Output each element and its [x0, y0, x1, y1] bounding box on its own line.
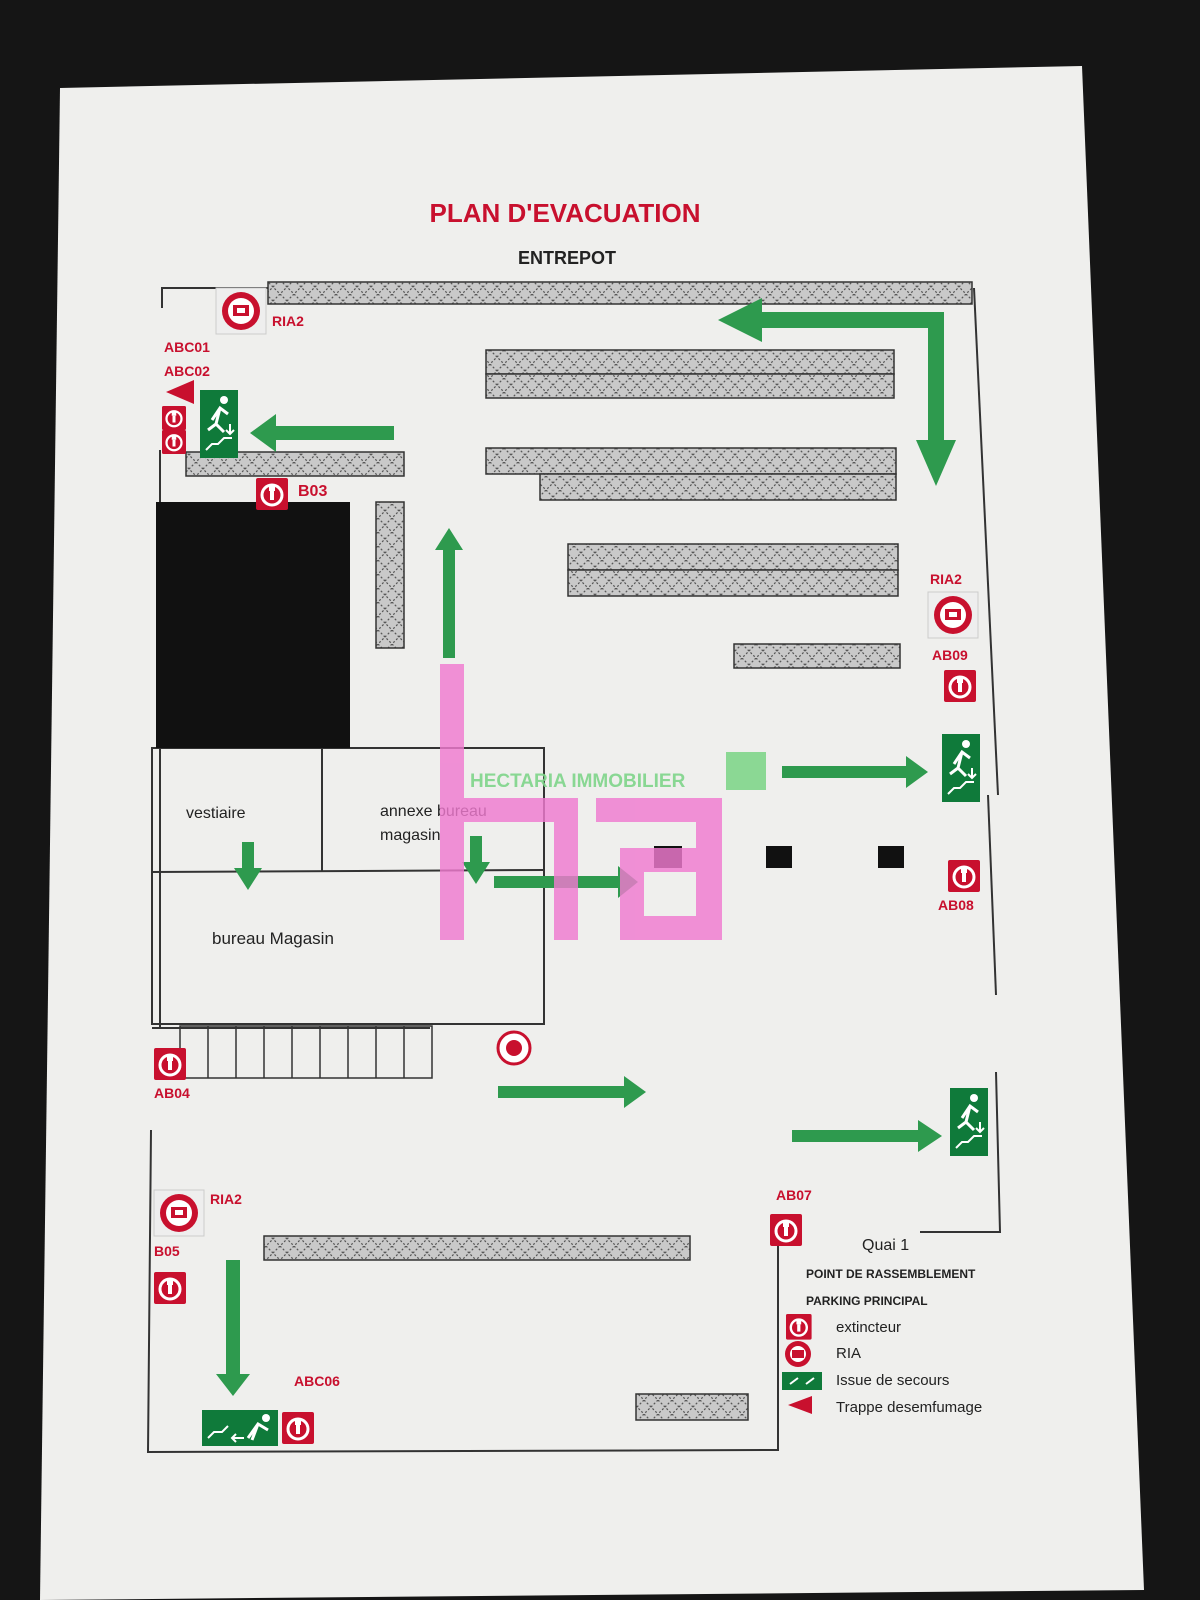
fire-hose-reel-icon: [153, 1189, 205, 1237]
rack: [635, 1393, 749, 1421]
arrow-left: [250, 414, 394, 452]
label-ria-right: RIA2: [930, 571, 962, 587]
rack: [375, 501, 405, 649]
fire-extinguisher-icon: [280, 1410, 316, 1446]
label-b05: B05: [154, 1243, 180, 1259]
watermark-text: HECTARIA IMMOBILIER: [470, 771, 686, 792]
fire-hose-reel-icon: [785, 1341, 811, 1367]
arrow-up: [435, 528, 463, 658]
arrow-right: [792, 1120, 942, 1152]
smoke-hatch-triangle-icon: [166, 380, 194, 404]
rack: [733, 643, 901, 669]
label-b03: B03: [298, 483, 327, 500]
room-annexe-line2: magasin: [380, 827, 440, 844]
label-ab07: AB07: [776, 1187, 812, 1203]
plan-title: PLAN D'EVACUATION: [430, 198, 701, 228]
fire-extinguisher-icon: [254, 476, 290, 512]
emergency-exit-icon: [782, 1372, 822, 1390]
arrow-down: [234, 842, 262, 890]
emergency-exit-icon: [198, 388, 240, 460]
arrow-corner: [718, 298, 956, 486]
rack: [263, 1235, 691, 1261]
legend: extincteur RIA Issue de secours Trappe d…: [782, 1312, 982, 1416]
rack: [539, 473, 897, 501]
fire-extinguisher-icon: [160, 404, 188, 432]
watermark-logo: [440, 664, 722, 940]
label-ria-top: RIA2: [272, 313, 304, 329]
emergency-exit-icon: [940, 732, 982, 804]
arrow-down: [462, 836, 490, 884]
fire-extinguisher-icon: [784, 1312, 813, 1341]
label-ria-bottom: RIA2: [210, 1191, 242, 1207]
label-ab09: AB09: [932, 647, 968, 663]
fire-extinguisher-icon: [160, 428, 188, 456]
rack: [485, 373, 895, 399]
fire-hose-reel-icon: [215, 287, 267, 335]
rack-top: [267, 281, 973, 305]
fire-extinguisher-icon: [946, 858, 982, 894]
arrow-right: [498, 1076, 646, 1108]
label-ab04: AB04: [154, 1085, 190, 1101]
rack: [485, 349, 895, 375]
plan-subtitle: ENTREPOT: [518, 248, 616, 268]
rack: [567, 569, 899, 597]
assembly-point-line1: POINT DE RASSEMBLEMENT: [806, 1267, 976, 1281]
legend-issue: Issue de secours: [836, 1372, 949, 1389]
rack: [485, 447, 897, 475]
fire-extinguisher-icon: [152, 1046, 188, 1082]
closed-room: [156, 502, 350, 748]
room-vestiaire: vestiaire: [186, 805, 246, 822]
legend-ria: RIA: [836, 1345, 861, 1362]
fire-hose-reel-icon: [496, 1030, 532, 1066]
fire-extinguisher-icon: [768, 1212, 804, 1248]
quai-label: Quai 1: [862, 1237, 909, 1254]
legend-trappe: Trappe desemfumage: [836, 1399, 982, 1416]
smoke-hatch-triangle-icon: [788, 1396, 812, 1414]
label-ab08: AB08: [938, 897, 974, 913]
watermark: HECTARIA IMMOBILIER: [440, 664, 766, 940]
legend-extincteur: extincteur: [836, 1319, 901, 1336]
fire-extinguisher-icon: [152, 1270, 188, 1306]
fire-extinguisher-icon: [942, 668, 978, 704]
emergency-exit-icon: [948, 1086, 990, 1158]
emergency-exit-icon: [202, 1410, 278, 1446]
label-abc06: ABC06: [294, 1373, 340, 1389]
rack: [567, 543, 899, 571]
assembly-point-line2: PARKING PRINCIPAL: [806, 1294, 928, 1308]
fire-hose-reel-icon: [927, 591, 979, 639]
storage-racks: [185, 281, 973, 1421]
arrow-right: [782, 756, 928, 788]
label-abc01: ABC01: [164, 339, 210, 355]
arrow-down: [216, 1260, 250, 1396]
label-abc02: ABC02: [164, 363, 210, 379]
room-bureau: bureau Magasin: [212, 929, 334, 948]
